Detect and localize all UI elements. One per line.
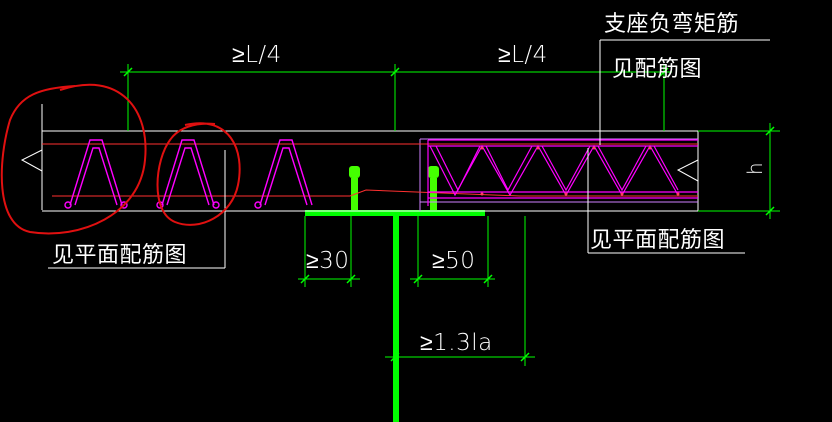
markup-circle-left — [0, 83, 147, 235]
support-title: 支座负弯矩筋 — [604, 12, 739, 37]
dim-label-left: ≥L/4 — [232, 42, 282, 68]
see-rebar-label: 见配筋图 — [612, 57, 702, 82]
dim-label-1-3la: ≥1.3la — [420, 330, 493, 356]
dimension-ticks — [123, 67, 775, 362]
truss-rebars-right — [427, 139, 698, 206]
beam-web — [393, 216, 399, 422]
truss-rebars-left — [64, 139, 313, 209]
markup-circle-right — [156, 122, 241, 226]
truss-nodes-right — [480, 146, 680, 196]
stud-shank-right — [430, 178, 437, 210]
dim-label-50: ≥50 — [432, 248, 475, 274]
steel-beam — [305, 210, 485, 422]
stud-head-left — [349, 166, 360, 178]
markup-circles — [0, 83, 241, 235]
rebar-lines — [42, 143, 698, 197]
dim-label-right: ≥L/4 — [498, 42, 548, 68]
beam-top-flange — [305, 210, 485, 216]
stud-head-right — [428, 166, 439, 178]
see-plan-left: 见平面配筋图 — [52, 243, 187, 268]
dim-label-30: ≥30 — [306, 248, 349, 274]
dim-label-h: h — [743, 162, 767, 175]
see-plan-right: 见平面配筋图 — [590, 228, 725, 253]
